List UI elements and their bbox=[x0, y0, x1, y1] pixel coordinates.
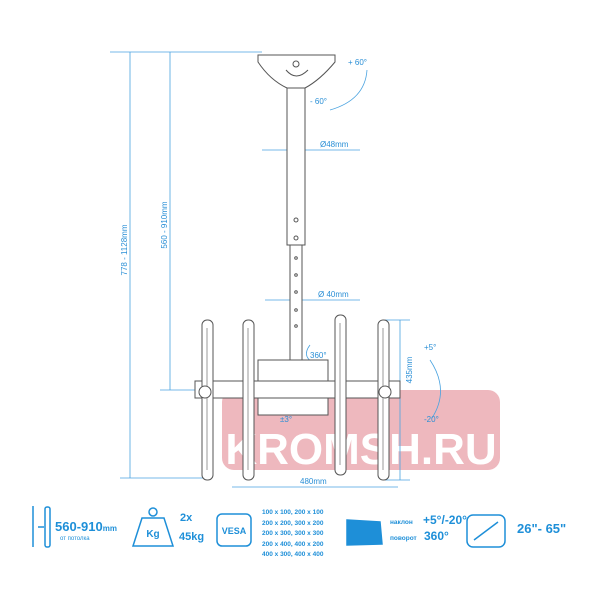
bracket-tilt-down-label: -20° bbox=[424, 415, 439, 424]
mount-structure bbox=[194, 54, 401, 481]
height-range-value: 560-910 bbox=[55, 519, 103, 534]
vesa-list: 100 x 100, 200 x 100 200 x 200, 300 x 20… bbox=[262, 508, 323, 561]
upper-diameter-label: Ø48mm bbox=[320, 140, 349, 149]
swivel-value: 360° bbox=[424, 529, 449, 543]
bracket-height-label: 435mm bbox=[405, 356, 414, 383]
tilt-label: наклон bbox=[390, 519, 413, 526]
vesa-row: 100 x 100, 200 x 100 bbox=[262, 509, 324, 516]
height-note: от потолка bbox=[60, 536, 90, 542]
vesa-row: 400 x 300, 400 x 400 bbox=[262, 551, 324, 558]
weight-icon-label: Kg bbox=[146, 529, 159, 540]
vesa-row: 200 x 400, 400 x 200 bbox=[262, 540, 324, 548]
swivel-label: ±3° bbox=[280, 415, 292, 424]
height-unit: mm bbox=[102, 524, 117, 533]
vesa-row: 200 x 300, 300 x 300 bbox=[262, 530, 324, 537]
tilt-down-label: - 60° bbox=[310, 97, 327, 106]
tilt-value: +5°/-20° bbox=[423, 513, 467, 527]
ceiling-height-icon bbox=[32, 506, 51, 548]
height-range: 560-910mm bbox=[55, 519, 117, 534]
rotation-label: 360° bbox=[310, 351, 327, 360]
weight-value: 45kg bbox=[179, 531, 205, 543]
tilt-swivel-icon bbox=[346, 519, 383, 546]
width-label: 480mm bbox=[300, 477, 327, 486]
vesa-icon-label: VESA bbox=[222, 526, 247, 536]
svg-text:KROMSH.RU: KROMSH.RU bbox=[225, 425, 496, 474]
dimension-lines bbox=[110, 51, 441, 488]
weight-count: 2x bbox=[180, 512, 193, 524]
swivel-label: поворот bbox=[390, 535, 417, 542]
vesa-icon bbox=[216, 513, 252, 547]
screen-size-icon bbox=[466, 514, 506, 548]
pole-height-label: 560 - 910mm bbox=[160, 201, 169, 248]
lower-diameter-label: Ø 40mm bbox=[318, 290, 349, 299]
tilt-up-label: + 60° bbox=[348, 58, 367, 67]
screen-size: 26"- 65" bbox=[517, 521, 567, 536]
total-height-label: 778 - 1128mm bbox=[120, 224, 129, 275]
vesa-row: 200 x 200, 300 x 200 bbox=[262, 519, 324, 527]
weight-icon bbox=[131, 507, 175, 547]
bracket-tilt-up-label: +5° bbox=[424, 343, 436, 352]
